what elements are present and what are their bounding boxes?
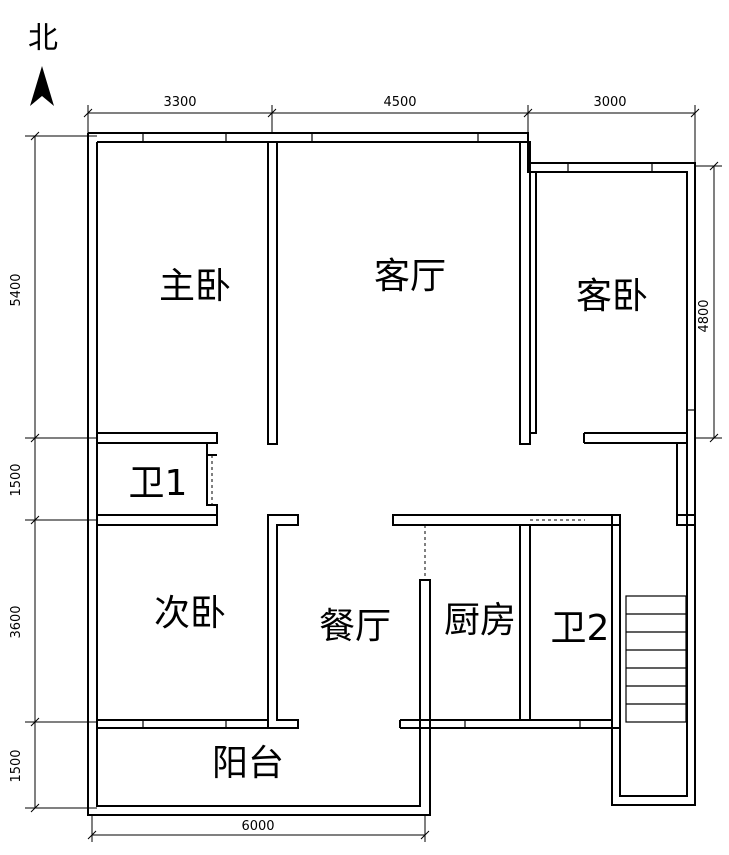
staircase (625, 595, 687, 723)
room-balcony: 阳台 (212, 743, 284, 784)
north-label: 北 (28, 21, 58, 56)
dim-top-3: 3000 (593, 95, 626, 110)
room-kitchen: 厨房 (444, 600, 516, 641)
dim-left-1: 5400 (9, 273, 24, 306)
room-second-bedroom: 次卧 (154, 593, 226, 634)
room-bathroom-1: 卫1 (129, 463, 188, 504)
door-openings (211, 455, 585, 580)
room-labels: 主卧 客厅 客卧 卫1 次卧 餐厅 厨房 卫2 阳台 (129, 256, 648, 784)
room-bathroom-2: 卫2 (551, 608, 610, 649)
north-indicator: 北 (28, 21, 58, 106)
room-master-bedroom: 主卧 (159, 266, 231, 307)
dim-top-2: 4500 (383, 95, 416, 110)
dim-left-2: 1500 (9, 463, 24, 496)
north-arrow-icon (30, 66, 54, 106)
room-guest-bedroom: 客卧 (576, 276, 648, 317)
interior-walls (97, 141, 696, 729)
dim-top-1: 3300 (163, 95, 196, 110)
dimension-labels: 3300 4500 3000 5400 1500 3600 1500 4800 … (9, 95, 712, 834)
window-marks (142, 133, 695, 728)
dim-right: 4800 (697, 299, 712, 332)
dim-bottom: 6000 (241, 819, 274, 834)
room-living-room: 客厅 (374, 256, 446, 297)
dimension-lines (25, 105, 722, 842)
dim-left-3: 3600 (9, 605, 24, 638)
room-dining-room: 餐厅 (319, 606, 391, 647)
dim-left-4: 1500 (9, 749, 24, 782)
